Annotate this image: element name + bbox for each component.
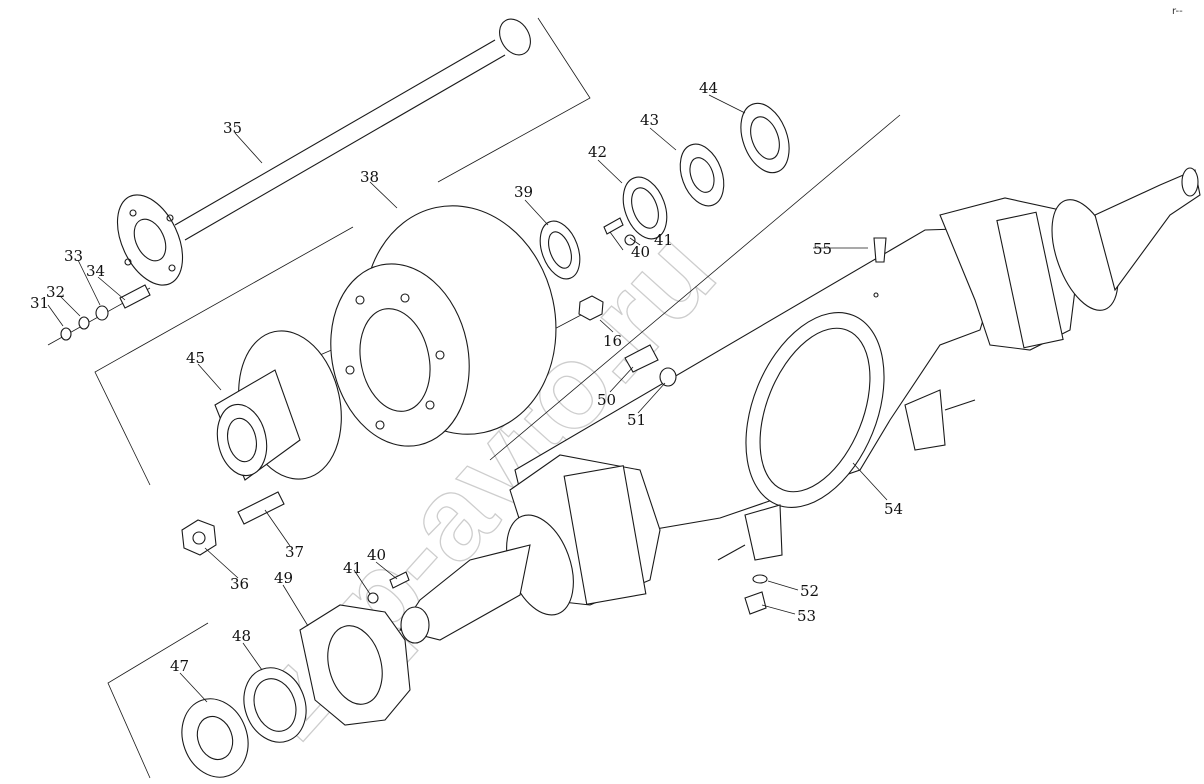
left-spring-pad (563, 465, 647, 605)
hub-bore (227, 417, 257, 463)
leader-lines (47, 94, 888, 703)
stud-hardware (60, 284, 151, 341)
nut-16 (578, 295, 604, 321)
wheel-hub (214, 330, 342, 481)
corner-mark: r-- (1172, 6, 1183, 17)
label-33: 33 (64, 247, 83, 265)
label-52: 52 (800, 582, 819, 600)
label-43: 43 (640, 111, 659, 129)
bearing-47 (181, 698, 249, 778)
label-49: 49 (274, 569, 293, 587)
shaft-flange-center (133, 218, 167, 262)
wheel-stud (237, 491, 285, 525)
label-54: 54 (884, 500, 903, 518)
bearing-47-outer (181, 698, 249, 778)
shaft-spline-end (499, 18, 531, 56)
label-50: 50 (597, 391, 616, 409)
part-31 (60, 327, 72, 341)
part-32 (78, 316, 90, 330)
guide-line-bearing (107, 622, 209, 779)
axle-housing (399, 167, 1201, 644)
axle-shaft (116, 18, 531, 286)
label-45: 45 (186, 349, 205, 367)
differential-bowl-inner (759, 327, 871, 493)
washer-41-lower (367, 592, 379, 604)
shaft-lower-edge (184, 54, 506, 241)
label-34: 34 (86, 262, 105, 280)
label-41-lower: 41 (343, 559, 362, 577)
label-31: 31 (30, 294, 49, 312)
label-53: 53 (797, 607, 816, 625)
guide-line-hub (94, 226, 354, 486)
right-spring-pad (996, 211, 1064, 349)
shaft-flange (116, 194, 184, 286)
brake-drum (330, 205, 557, 447)
left-spindle-end (400, 606, 430, 644)
nut-hole (192, 531, 206, 545)
label-40-upper: 40 (631, 243, 650, 261)
differential-bowl (745, 312, 885, 508)
seal-48-outer (243, 667, 307, 743)
label-37: 37 (285, 543, 304, 561)
right-spindle (1094, 169, 1201, 292)
label-38: 38 (360, 168, 379, 186)
bolt-40-lower (389, 571, 410, 589)
label-55: 55 (813, 240, 832, 258)
label-32: 32 (46, 283, 65, 301)
hub-front-face (216, 403, 268, 477)
label-36: 36 (230, 575, 249, 593)
drum-face (330, 263, 470, 447)
label-44: 44 (699, 79, 718, 97)
nut-hex (181, 519, 217, 556)
plate-49 (299, 604, 411, 726)
label-51: 51 (627, 411, 646, 429)
shock-bracket-right (904, 389, 946, 451)
shaft-upper-edge (174, 39, 496, 226)
small-fasteners (367, 217, 887, 615)
lock-washer-42 (622, 176, 668, 240)
shock-stud-left (717, 544, 746, 561)
stud-body (237, 491, 285, 525)
left-spindle (399, 544, 531, 641)
right-spindle-end (1181, 167, 1199, 197)
part-33 (95, 305, 109, 321)
washer-51 (659, 367, 677, 387)
label-40-lower: 40 (367, 546, 386, 564)
label-16: 16 (603, 332, 622, 350)
seal-48 (243, 667, 307, 743)
guide-line-axle-shaft (437, 17, 591, 183)
fitting-50 (624, 344, 659, 373)
shock-stud-right (944, 399, 976, 411)
label-35: 35 (223, 119, 242, 137)
label-42: 42 (588, 143, 607, 161)
axis-line-bearing-stack (489, 114, 901, 461)
bearing-44 (740, 102, 790, 174)
label-39: 39 (514, 183, 533, 201)
label-47: 47 (170, 657, 189, 675)
wheel-nut (181, 519, 217, 556)
part-labels: 35 38 39 42 43 44 45 31 32 33 34 36 37 1… (30, 79, 903, 675)
nut-43 (679, 143, 725, 207)
breather-55 (873, 237, 887, 263)
label-48: 48 (232, 627, 251, 645)
drum-center-bore (359, 308, 431, 412)
backing-plate (299, 604, 411, 726)
part-34 (119, 284, 151, 309)
washer-41-upper (624, 234, 636, 246)
label-41-upper: 41 (654, 231, 673, 249)
bolt-40-upper (603, 217, 624, 235)
shock-bracket-left (744, 504, 783, 561)
bearing-stack (539, 102, 790, 280)
bolt-53 (744, 591, 767, 615)
washer-52 (752, 574, 768, 584)
